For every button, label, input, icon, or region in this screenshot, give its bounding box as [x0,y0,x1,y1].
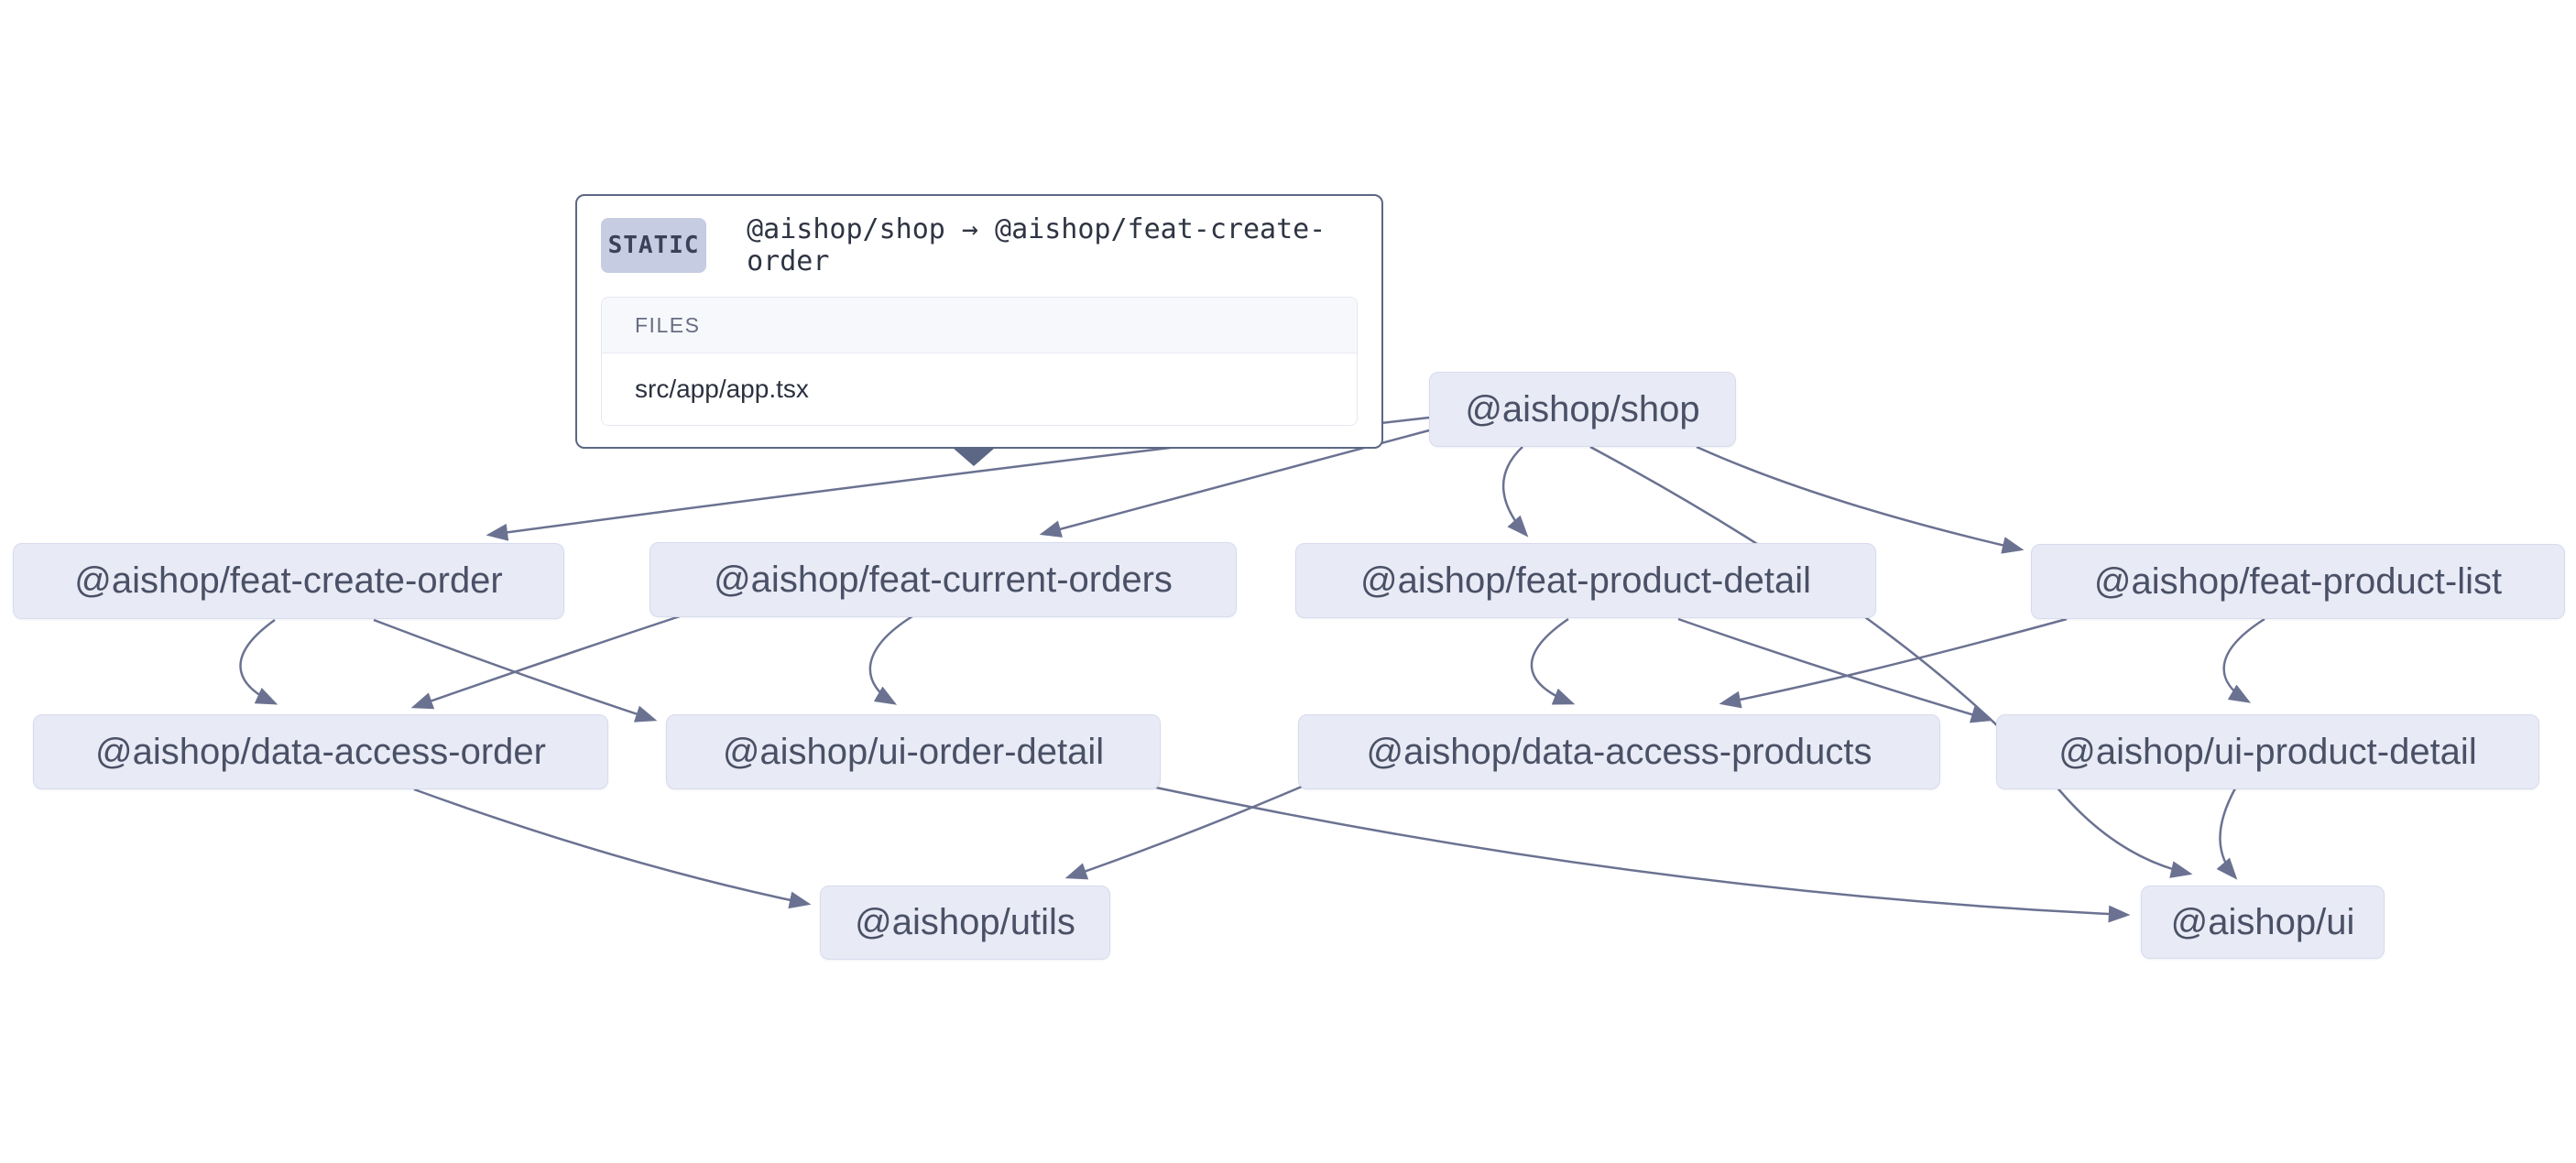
edge-type-badge: STATIC [601,218,707,273]
files-panel: FILES src/app/app.tsx [601,297,1358,426]
edge-ui-product-detail-to-ui[interactable] [2216,788,2238,880]
edge-feat-product-detail-to-data-access-products[interactable] [1530,617,1576,705]
node-aishop-data-access-order[interactable]: @aishop/data-access-order [33,714,608,789]
node-aishop-feat-create-order[interactable]: @aishop/feat-create-order [13,543,564,619]
edge-shop-to-ui[interactable] [1589,445,2193,878]
node-aishop-feat-product-detail[interactable]: @aishop/feat-product-detail [1295,543,1876,618]
node-aishop-data-access-products[interactable]: @aishop/data-access-products [1298,714,1940,789]
node-aishop-shop[interactable]: @aishop/shop [1429,372,1736,447]
edge-label: @aishop/shop → @aishop/feat-create-order [747,213,1326,277]
node-aishop-ui-product-detail[interactable]: @aishop/ui-product-detail [1996,714,2539,789]
node-aishop-ui[interactable]: @aishop/ui [2141,886,2385,959]
edge-feat-create-order-to-ui-order-detail[interactable] [373,618,658,723]
edge-feat-product-list-to-ui-product-detail[interactable] [2222,617,2265,703]
edge-data-access-order-to-utils[interactable] [413,788,812,909]
tooltip-caret-icon [953,448,995,466]
edge-tooltip: STATIC @aishop/shop → @aishop/feat-creat… [575,194,1383,449]
edge-ui-order-detail-to-ui[interactable] [1155,786,2131,923]
node-aishop-feat-product-list[interactable]: @aishop/feat-product-list [2031,544,2565,619]
node-aishop-ui-order-detail[interactable]: @aishop/ui-order-detail [666,714,1161,789]
files-panel-header: FILES [602,298,1357,353]
edge-data-access-products-to-utils[interactable] [1064,782,1309,880]
edge-shop-to-feat-product-list[interactable] [1696,445,2025,554]
edge-shop-to-feat-product-detail[interactable] [1501,446,1529,538]
edge-feat-product-list-to-data-access-products[interactable] [1719,617,2068,709]
file-row: src/app/app.tsx [602,353,1357,425]
edge-feat-current-orders-to-ui-order-detail[interactable] [868,614,913,705]
tooltip-header: STATIC @aishop/shop → @aishop/feat-creat… [601,213,1381,277]
edge-feat-current-orders-to-data-access-order[interactable] [410,614,681,710]
node-aishop-utils[interactable]: @aishop/utils [820,886,1110,960]
node-aishop-feat-current-orders[interactable]: @aishop/feat-current-orders [649,542,1237,617]
edge-feat-product-detail-to-ui-product-detail[interactable] [1677,617,1993,723]
edge-feat-create-order-to-data-access-order[interactable] [239,618,278,705]
